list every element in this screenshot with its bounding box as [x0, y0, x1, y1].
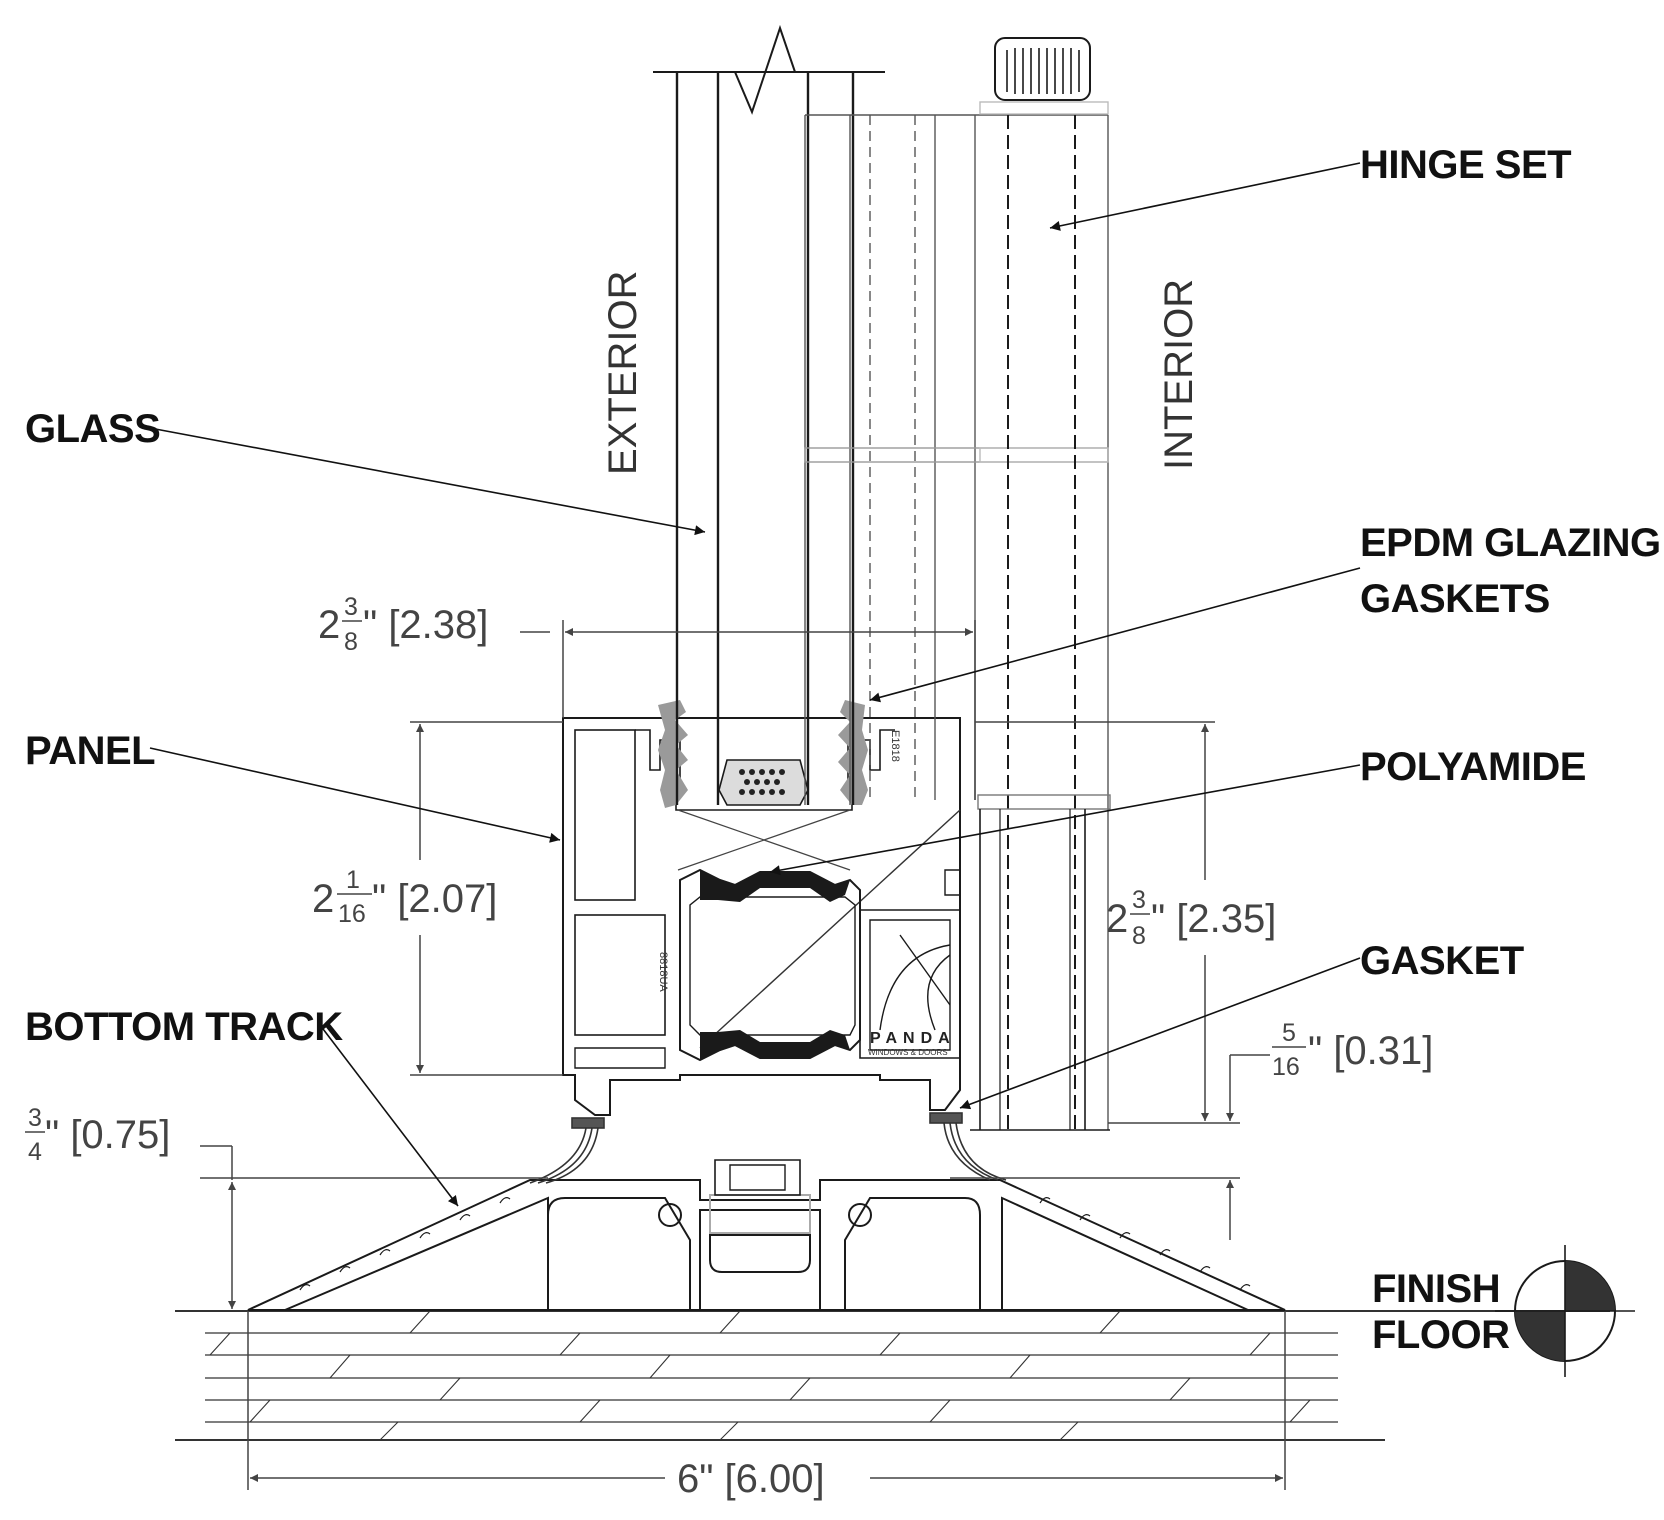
dim-panel-height: 2 1 16 " [2.07]: [312, 866, 497, 928]
label-interior: INTERIOR: [1157, 279, 1201, 470]
panel-profile: [562, 717, 961, 1116]
bottom-gasket-right: [929, 1112, 1007, 1181]
label-epdm-line1: EPDM GLAZING: [1360, 521, 1661, 565]
polyamide-thermal-break: [679, 868, 861, 1062]
dim-small-offset-suffix: " [0.31]: [1308, 1029, 1433, 1073]
dim-top-width-suffix: " [2.38]: [363, 603, 488, 647]
panda-logo-sub: WINDOWS & DOORS: [868, 1048, 948, 1057]
dim-overall-width: 6" [6.00]: [677, 1457, 825, 1501]
dim-right-height-num: 3: [1132, 886, 1146, 914]
label-gasket: GASKET: [1360, 939, 1524, 983]
floor-section: [175, 1310, 1610, 1441]
dim-panel-height-den: 16: [338, 900, 366, 928]
glass-spacer: [718, 759, 809, 806]
dim-track-height-num: 3: [28, 1104, 42, 1132]
bottom-track-profile: [247, 1159, 1286, 1311]
dim-panel-height-whole: 2: [312, 877, 334, 921]
interior-panel-outline: [804, 114, 1109, 1130]
dim-top-width-num: 3: [344, 593, 358, 621]
dim-track-height-den: 4: [28, 1138, 42, 1166]
dim-top-width: 2 3 8 " [2.38]: [318, 593, 488, 656]
dim-small-offset-den: 16: [1272, 1053, 1300, 1081]
dim-small-offset-num: 5: [1282, 1019, 1296, 1047]
label-epdm-line2: GASKETS: [1360, 577, 1550, 621]
glass-panes: [653, 24, 885, 805]
dim-track-height: 3 4 " [0.75]: [25, 1104, 170, 1166]
label-finish: FINISH: [1372, 1267, 1500, 1311]
label-polyamide: POLYAMIDE: [1360, 745, 1586, 789]
part-number-1: 8818UA: [657, 952, 669, 992]
dim-right-height-suffix: " [2.35]: [1151, 897, 1276, 941]
dim-right-height: 2 3 8 " [2.35]: [1106, 886, 1276, 950]
hinge-set: [970, 37, 1111, 1131]
finish-floor-symbol: [1495, 1245, 1635, 1377]
label-exterior: EXTERIOR: [601, 271, 645, 475]
leader-lines: [149, 162, 1361, 1207]
label-glass: GLASS: [25, 407, 160, 451]
dim-small-offset: 5 16 " [0.31]: [1272, 1019, 1433, 1081]
dim-panel-height-suffix: " [2.07]: [372, 877, 497, 921]
label-hinge-set: HINGE SET: [1360, 143, 1571, 187]
label-bottom-track: BOTTOM TRACK: [25, 1005, 343, 1049]
dim-track-height-suffix: " [0.75]: [45, 1113, 170, 1157]
dim-panel-height-num: 1: [346, 866, 360, 894]
dim-right-height-whole: 2: [1106, 897, 1128, 941]
dim-top-width-whole: 2: [318, 603, 340, 647]
dim-right-height-den: 8: [1132, 922, 1146, 950]
epdm-gasket-left: [658, 700, 688, 808]
dimension-lines: [200, 620, 1286, 1490]
bottom-gasket-left: [529, 1117, 605, 1184]
dim-top-width-den: 8: [344, 628, 358, 656]
label-panel: PANEL: [25, 729, 155, 773]
part-number-2: E1818: [889, 730, 901, 762]
panda-logo-text: PANDA: [870, 1030, 956, 1047]
label-floor: FLOOR: [1372, 1313, 1510, 1357]
